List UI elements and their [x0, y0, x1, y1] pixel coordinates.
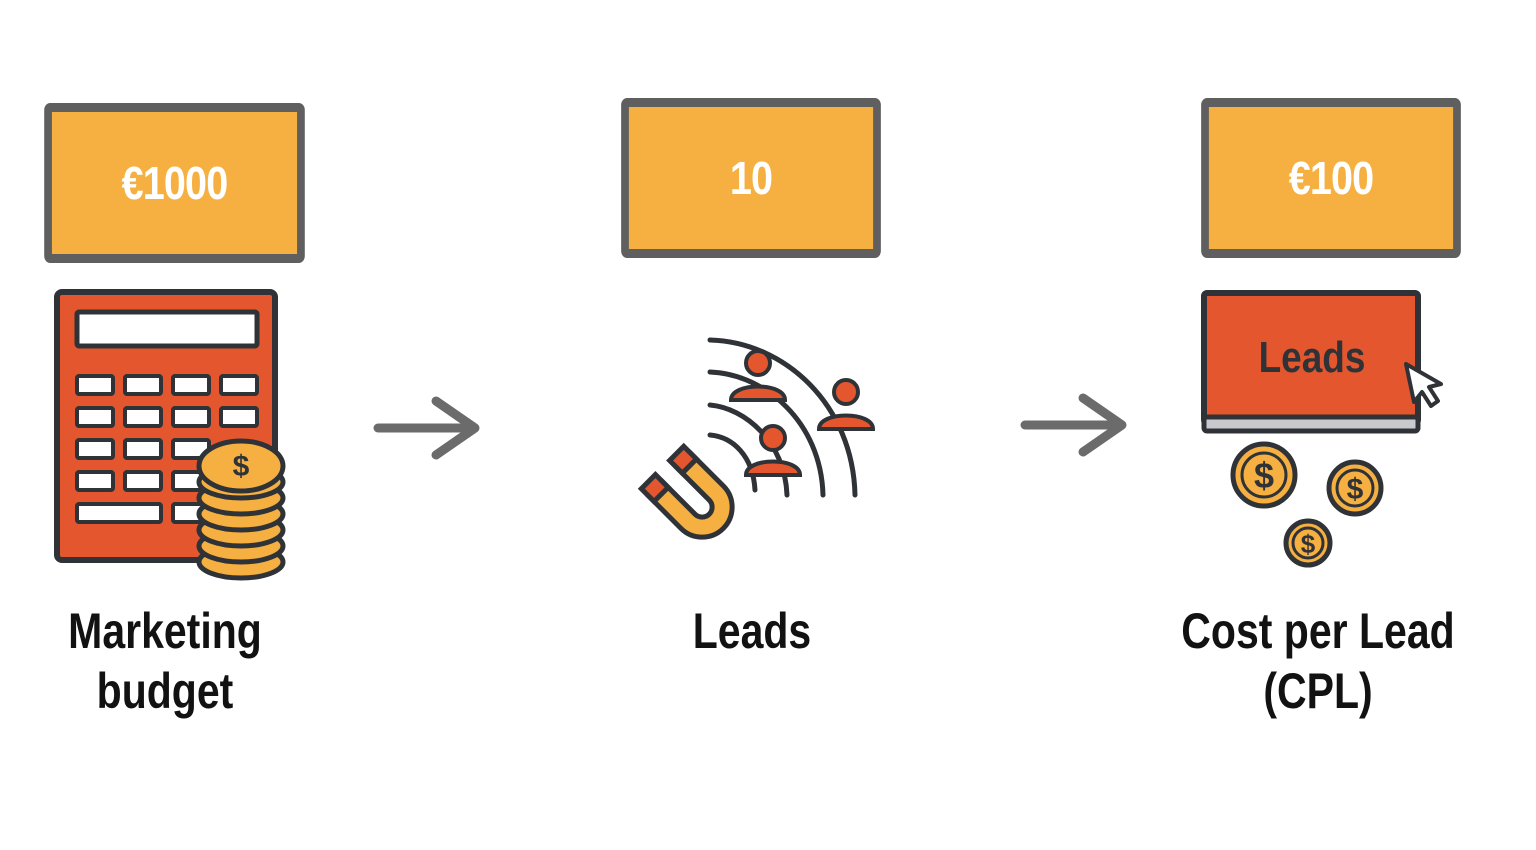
laptop-with-coins-icon: Leads $ $ $ — [1201, 290, 1443, 568]
magnet-attracting-people-icon — [637, 337, 876, 540]
calculator-with-coins-icon: $ — [54, 289, 286, 581]
budget-caption: Marketing budget — [68, 603, 262, 719]
budget-value-box: €1000 — [44, 103, 305, 263]
budget-value: €1000 — [121, 157, 229, 209]
cursor-icon — [1404, 362, 1443, 408]
svg-text:$: $ — [233, 450, 250, 483]
leads-value: 10 — [729, 152, 773, 204]
arrow-right-icon — [1020, 393, 1127, 457]
arrow-right-icon — [373, 396, 480, 460]
svg-text:$: $ — [1254, 455, 1274, 496]
cpl-value-box: €100 — [1201, 98, 1461, 258]
svg-text:$: $ — [1301, 529, 1316, 559]
laptop-screen-text: Leads — [1259, 332, 1366, 382]
cpl-caption: Cost per Lead (CPL) — [1181, 603, 1455, 719]
svg-text:$: $ — [1347, 473, 1364, 506]
leads-value-box: 10 — [621, 98, 881, 258]
leads-caption: Leads — [692, 603, 812, 659]
cpl-value: €100 — [1288, 152, 1374, 204]
